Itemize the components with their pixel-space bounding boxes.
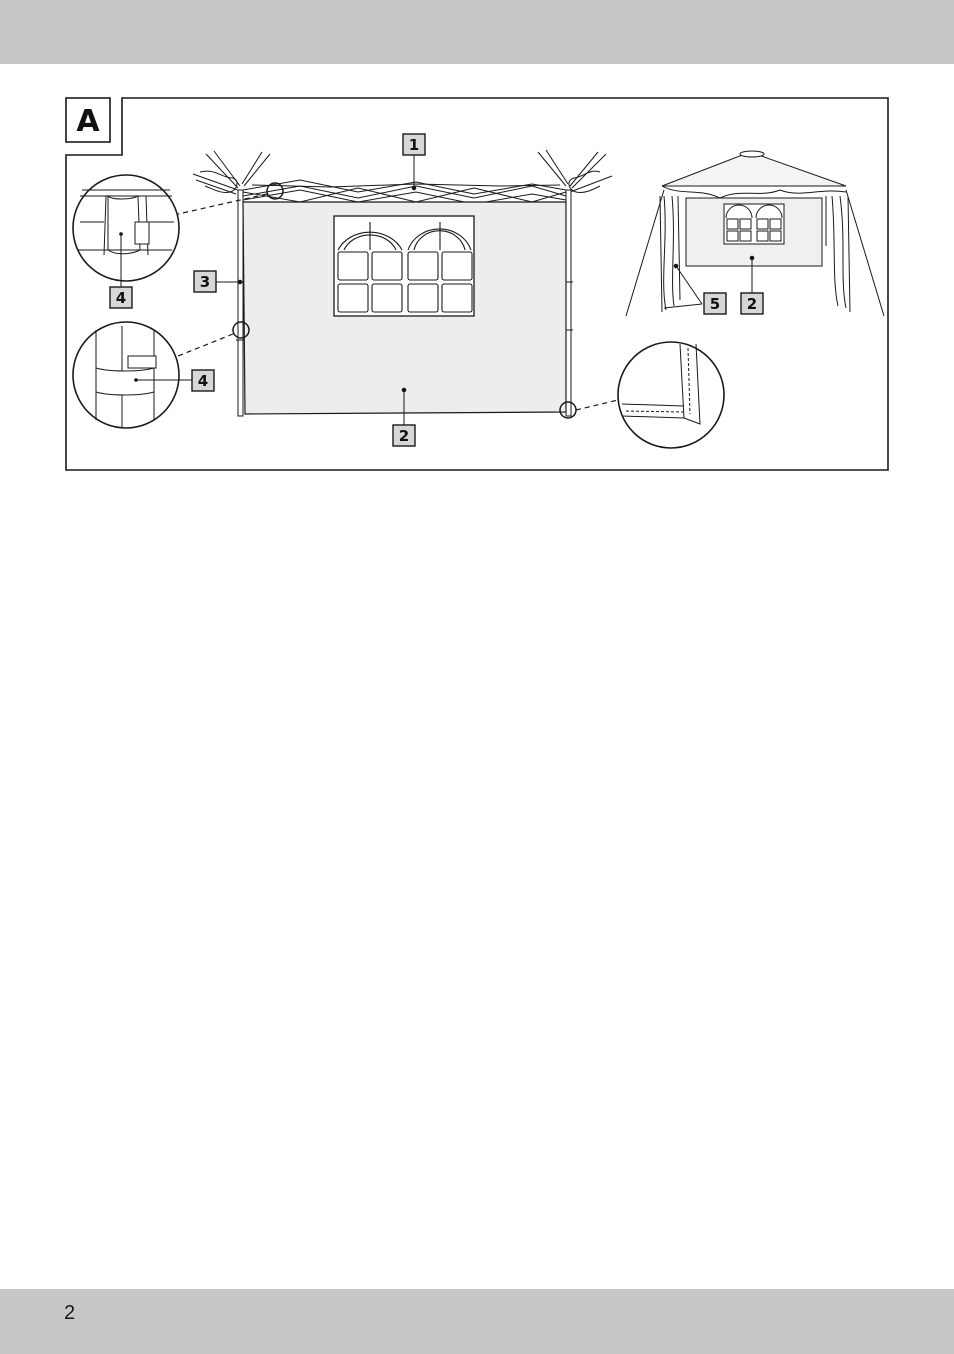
callout-2-main-label: 2	[399, 427, 409, 445]
footer-band	[0, 1289, 954, 1354]
figure-letter: A	[76, 104, 100, 139]
detail-velcro-lower	[73, 322, 192, 428]
callout-4-lower-label: 4	[198, 372, 208, 390]
side-panel	[243, 202, 566, 414]
detail-panel-corner	[618, 342, 724, 448]
callout-1: 1	[403, 134, 425, 155]
callout-5: 5	[704, 293, 726, 314]
callout-2-small-label: 2	[747, 295, 757, 313]
callout-1-label: 1	[409, 136, 419, 154]
callout-2-main: 2	[393, 425, 415, 446]
callout-3: 3	[194, 271, 216, 292]
gazebo-small-drawing	[626, 151, 884, 316]
figure-letter-box: A	[66, 98, 110, 142]
detail-velcro-upper	[73, 175, 179, 287]
callout-2-small: 2	[741, 293, 763, 314]
callout-4-upper-label: 4	[116, 289, 126, 307]
callout-4-upper: 4	[110, 287, 132, 308]
callout-5-label: 5	[710, 295, 720, 313]
assembly-diagram: A	[0, 0, 954, 480]
callout-4-lower: 4	[192, 370, 214, 391]
callout-3-label: 3	[200, 273, 210, 291]
page-number: 2	[64, 1302, 75, 1325]
